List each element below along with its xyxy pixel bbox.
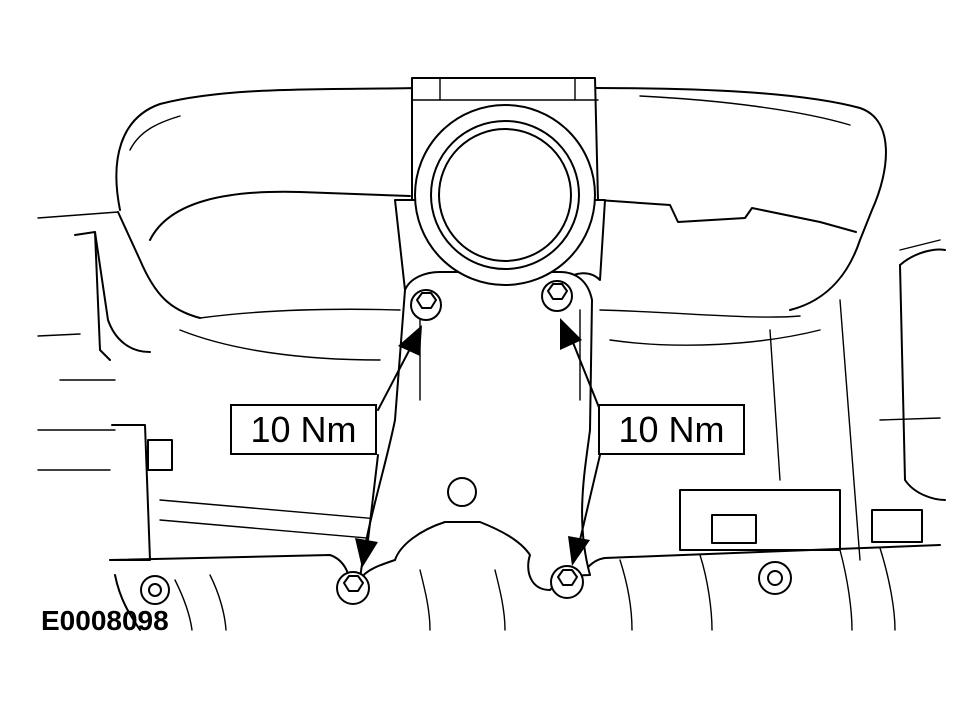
upper-left-nut [410,289,442,321]
torque-callout-right: 10 Nm [598,404,745,455]
arrow-head-upper-right [560,318,582,350]
torque-label-left: 10 Nm [250,408,357,450]
lower-right-nut [550,565,584,599]
leader-lines [355,318,601,568]
upper-right-nut [541,280,573,312]
lower-left-nut [336,571,370,605]
arrow-head-upper-left [398,325,422,356]
lower-manifold [109,544,941,631]
background-lines [37,211,941,541]
throttle-bore [414,104,596,286]
arrow-head-lower-left [355,538,378,568]
arrow-head-lower-right [568,536,590,566]
figure-id: E0008098 [41,605,169,636]
right-side-components [679,248,946,561]
torque-callout-left: 10 Nm [230,404,377,455]
left-side-components [59,231,173,561]
intake-housing [115,87,887,361]
torque-label-right: 10 Nm [618,408,725,450]
